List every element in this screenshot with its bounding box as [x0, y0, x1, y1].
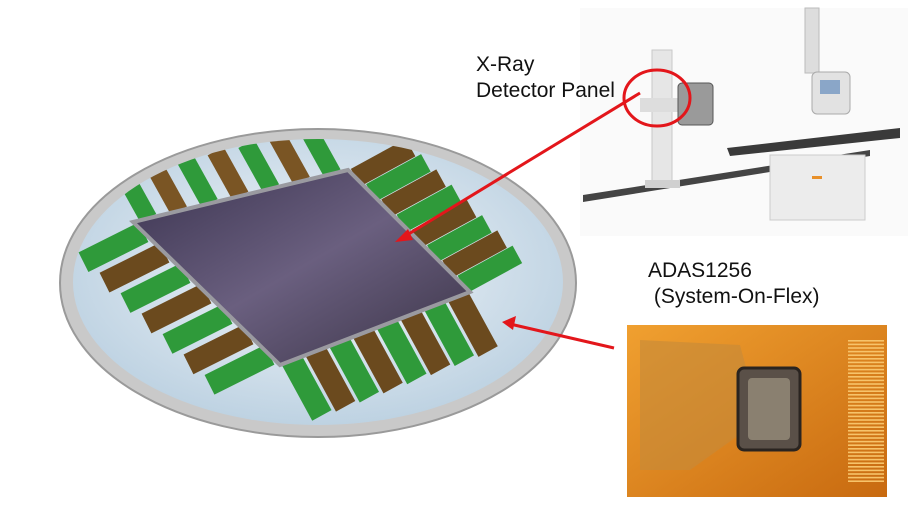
chip-pin	[848, 437, 884, 439]
chip-pin	[848, 350, 884, 353]
flex-strip	[176, 154, 218, 208]
chip-pin	[848, 376, 884, 378]
flex-strip	[78, 222, 149, 273]
flex-strip	[411, 199, 477, 248]
chip-pin	[848, 386, 884, 389]
chip-pin	[848, 390, 884, 392]
chip-pin	[848, 383, 884, 385]
detector-label-line2: Detector Panel	[476, 79, 615, 102]
arrow-to-chip	[502, 316, 615, 350]
flex-strip	[457, 245, 523, 294]
flex-strip	[381, 169, 446, 217]
flex-strip	[146, 161, 187, 216]
flex-strip	[183, 324, 254, 375]
chip-pin	[848, 430, 884, 432]
flex-strip	[269, 139, 310, 186]
flex-strip	[282, 355, 332, 421]
flex-strip	[366, 154, 431, 202]
flex-strip	[329, 336, 380, 403]
flex-strip	[400, 309, 451, 376]
chip-label-line1: ADAS1256	[648, 259, 752, 282]
flex-strip	[162, 304, 233, 354]
chip-pin	[848, 469, 884, 472]
chip-pin	[848, 340, 884, 342]
chip-pin	[848, 476, 884, 479]
flex-strip	[204, 344, 275, 395]
chip-pin	[848, 412, 884, 414]
flex-strip	[99, 242, 170, 293]
chip-pin	[848, 368, 884, 371]
flex-strip	[353, 327, 403, 394]
flex-strip	[448, 291, 498, 357]
flex-strip	[305, 346, 356, 412]
detector-panel-photo	[59, 128, 577, 438]
chip-pin	[848, 480, 884, 482]
chip-pin	[848, 455, 884, 457]
sensor-panel	[129, 167, 474, 368]
chip-pin	[848, 365, 884, 367]
chip-pin	[848, 433, 884, 436]
chip-pin	[848, 404, 884, 407]
arrow-to-detector	[395, 91, 641, 242]
chip-pin	[848, 361, 884, 364]
chip-pin	[848, 473, 884, 475]
chip-pin	[848, 440, 884, 443]
flex-strip	[377, 318, 427, 385]
chip-pin	[848, 397, 884, 400]
chip-pin	[848, 354, 884, 356]
chip-pin	[848, 458, 884, 461]
chip-label-line2: (System-On-Flex)	[648, 285, 820, 308]
chip-pin	[848, 358, 884, 360]
chip-pin	[848, 372, 884, 374]
chip-pin	[848, 343, 884, 346]
chip-pin	[848, 466, 884, 468]
chip-pin	[848, 379, 884, 382]
chip-pin	[848, 422, 884, 425]
chip-pin	[848, 448, 884, 450]
flex-strip	[141, 283, 212, 334]
chip-pin	[848, 394, 884, 396]
chip-pin	[848, 415, 884, 418]
flex-strip	[396, 184, 462, 233]
chip-pin	[848, 408, 884, 410]
xray-machine-photo	[580, 7, 908, 236]
adas1256-chip-photo	[627, 325, 887, 497]
flex-strip	[238, 139, 280, 193]
detector-label-line1: X-Ray	[476, 53, 535, 76]
flex-strip	[442, 230, 507, 278]
chip-pin	[848, 401, 884, 403]
flex-strip	[120, 263, 191, 313]
flex-strip	[427, 215, 492, 263]
chip-pin	[848, 426, 884, 428]
chip-pin	[848, 444, 884, 446]
highlight-circle	[622, 68, 692, 128]
chip-pin	[848, 347, 884, 349]
flex-strip	[299, 139, 341, 179]
flex-strip	[424, 300, 475, 366]
flex-strip	[350, 139, 416, 187]
chip-pin	[848, 419, 884, 421]
chip-pin	[848, 451, 884, 454]
chip-pin	[848, 462, 884, 464]
flex-strip	[207, 146, 249, 201]
